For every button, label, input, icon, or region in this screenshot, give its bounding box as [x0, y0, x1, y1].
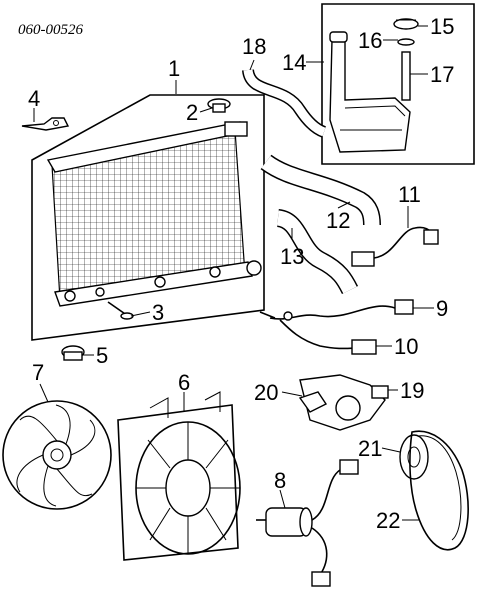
lower-hose: [276, 210, 357, 294]
callout-2: 2: [186, 100, 198, 125]
sensor-harness-9: [259, 299, 414, 321]
fan-switch: [351, 226, 439, 267]
radiator-assembly: [31, 94, 265, 341]
callout-5: 5: [96, 343, 108, 368]
callout-4: 4: [28, 86, 40, 111]
radiator-core: [46, 121, 262, 307]
callout-21: 21: [358, 436, 382, 461]
callout-8: 8: [274, 468, 286, 493]
callout-17: 17: [430, 62, 454, 87]
callout-11: 11: [398, 182, 421, 207]
callout-18: 18: [242, 34, 266, 59]
drain-plug: [107, 301, 134, 320]
cap-seal: [397, 38, 415, 46]
callout-10: 10: [394, 334, 418, 359]
drive-belt: [409, 430, 469, 551]
callout-1: 1: [168, 56, 180, 81]
overflow-tube: [401, 51, 411, 101]
upper-hose: [261, 155, 380, 226]
reservoir-cap: [393, 18, 419, 30]
callout-13: 13: [280, 244, 304, 269]
overflow-hose: [243, 69, 326, 137]
diagram-code: 060-00526: [18, 22, 83, 38]
water-pump: [298, 374, 389, 431]
callout-6: 6: [178, 370, 190, 395]
callout-7: 7: [32, 360, 44, 385]
mounting-bracket: [21, 117, 70, 131]
callout-16: 16: [358, 28, 382, 53]
callout-3: 3: [152, 300, 164, 325]
leader-lines: [33, 25, 434, 521]
coolant-reservoir: [329, 31, 411, 153]
fan-motor: [256, 459, 359, 587]
fan-shroud: [117, 391, 241, 561]
reservoir-group: [321, 3, 475, 165]
pulley: [399, 434, 429, 480]
callout-20: 20: [254, 380, 278, 405]
callout-15: 15: [430, 14, 454, 39]
sensor-harness-10: [279, 319, 377, 355]
rubber-bushing: [61, 345, 85, 361]
callout-22: 22: [376, 508, 400, 533]
callouts: 1 2 3 4 5 6 7 8 9 10 11 12 13 14 15 16 1…: [28, 14, 454, 533]
radiator-cap: [207, 98, 231, 113]
callout-14: 14: [282, 50, 306, 75]
callout-12: 12: [326, 208, 350, 233]
callout-19: 19: [400, 378, 424, 403]
fan-blade: [2, 400, 112, 510]
callout-9: 9: [436, 296, 448, 321]
